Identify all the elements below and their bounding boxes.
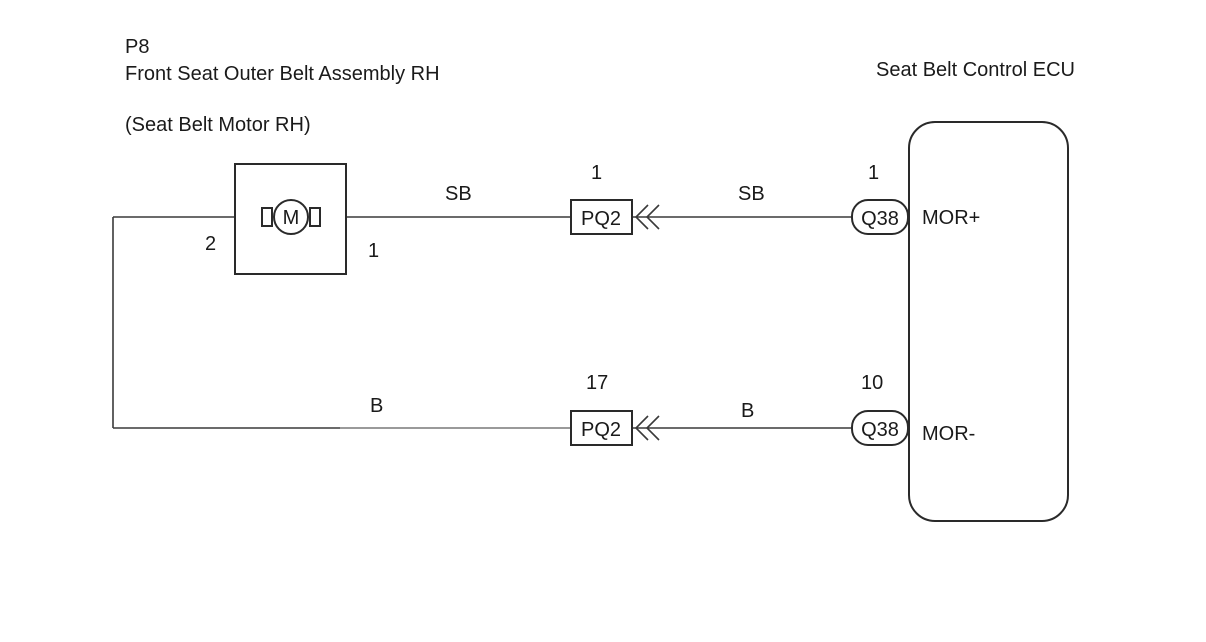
component-code: P8 [125, 36, 149, 58]
wire-color-label: SB [738, 183, 765, 205]
wire-color-label: SB [445, 183, 472, 205]
motor-icon [273, 199, 309, 235]
junction-connector-label: PQ2 [581, 208, 621, 230]
seat-belt-control-ecu: MOR+ MOR- [908, 121, 1069, 522]
junction-connector-label: PQ2 [581, 419, 621, 441]
ecu-terminal-minus: MOR- [922, 423, 975, 445]
chevron-connector-icon [634, 204, 660, 230]
motor-pin-left: 2 [205, 233, 216, 255]
wire-color-label: B [370, 395, 383, 417]
ecu-pin-label: 10 [861, 372, 883, 394]
junction-connector [570, 410, 633, 446]
ecu-connector-label: Q38 [861, 419, 899, 441]
component-sub-name: (Seat Belt Motor RH) [125, 114, 311, 136]
motor-brush-left [261, 207, 273, 227]
motor-brush-right [309, 207, 321, 227]
component-name: Front Seat Outer Belt Assembly RH [125, 63, 440, 85]
circuit-mor-minus: B B 17 PQ2 10 Q38 [370, 372, 909, 446]
wire-color-label: B [741, 400, 754, 422]
ecu-name: Seat Belt Control ECU [876, 59, 1075, 81]
ecu-pin-label: 1 [868, 162, 879, 184]
ecu-terminal-plus: MOR+ [922, 207, 980, 229]
motor-symbol: M [283, 207, 300, 229]
junction-connector [570, 199, 633, 235]
seat-belt-motor: M 2 1 [205, 163, 379, 275]
motor-box [234, 163, 347, 275]
junction-pin-label: 1 [591, 162, 602, 184]
motor-pin-right: 1 [368, 240, 379, 262]
circuit-mor-plus: SB SB 1 PQ2 1 Q38 [445, 162, 909, 235]
junction-pin-label: 17 [586, 372, 608, 394]
ecu-connector-label: Q38 [861, 208, 899, 230]
chevron-connector-icon [634, 415, 660, 441]
ecu-box [908, 121, 1069, 522]
